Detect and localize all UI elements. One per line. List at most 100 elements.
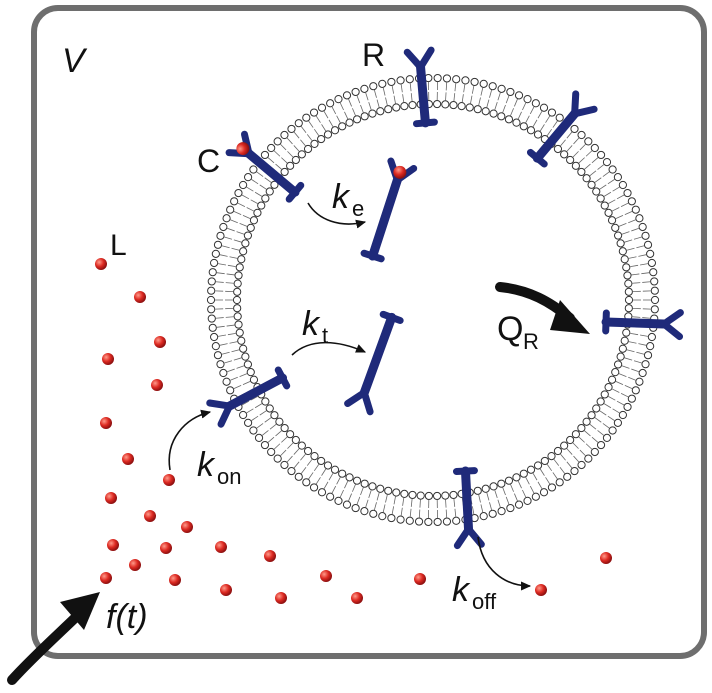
lipid-tail	[489, 502, 493, 511]
lipid-tail	[632, 316, 641, 318]
lipid-tail	[615, 380, 624, 385]
lipid-head	[414, 517, 424, 526]
lipid-head	[392, 488, 401, 497]
lipid-head	[600, 390, 609, 399]
lipid-head	[461, 76, 470, 85]
lipid-tail	[616, 194, 625, 200]
lipid-head	[449, 100, 458, 110]
lipid-tail	[241, 400, 250, 406]
lipid-head	[433, 491, 442, 501]
lipid-tail	[308, 472, 314, 480]
lipid-head	[287, 466, 296, 476]
lipid-head	[376, 107, 385, 116]
lipid-head	[273, 137, 282, 146]
internal-receptor	[344, 310, 404, 416]
lipid-head	[620, 336, 629, 345]
lipid-tail	[529, 485, 535, 494]
lipid-head	[352, 115, 362, 124]
lipid-head	[338, 469, 347, 478]
lipid-head	[297, 441, 306, 450]
lipid-head	[230, 197, 239, 206]
lipid-tail	[478, 97, 481, 106]
lipid-head	[400, 102, 409, 111]
lipid-head	[489, 109, 498, 118]
lipid-head	[360, 84, 369, 93]
lipid-head	[280, 460, 289, 470]
lipid-tail	[215, 317, 224, 319]
lipid-head	[239, 180, 248, 190]
lipid-tail	[348, 493, 352, 502]
lipid-tail	[275, 430, 282, 437]
lipid-head	[540, 456, 549, 466]
lipid-tail	[573, 455, 580, 463]
lipid-tail	[525, 115, 530, 123]
lipid-tail	[300, 126, 307, 133]
receptor-left	[206, 366, 291, 428]
lipid-head	[260, 150, 270, 160]
lipid-head	[338, 122, 347, 131]
lipid-tail	[589, 423, 597, 430]
lipid-head	[253, 208, 262, 217]
free-ligand	[122, 453, 134, 465]
lipid-tail	[630, 332, 639, 336]
free-ligand	[220, 584, 232, 596]
lipid-tail	[585, 443, 593, 450]
lipid-head	[592, 187, 601, 196]
lipid-tail	[344, 480, 349, 489]
lipid-tail	[215, 281, 224, 283]
lipid-head	[261, 194, 270, 203]
lipid-tail	[566, 461, 573, 469]
lipid-tail	[229, 256, 238, 259]
lipid-tail	[572, 442, 579, 449]
lipid-head	[566, 155, 575, 165]
lipid-head	[291, 155, 300, 165]
lipid-head	[226, 386, 235, 395]
lipid-tail	[626, 247, 635, 251]
lipid-head	[643, 240, 653, 249]
lipid-tail	[510, 108, 514, 116]
lipid-tail	[321, 124, 327, 132]
free-ligand	[160, 542, 172, 554]
lipid-head	[219, 222, 228, 232]
lipid-head	[265, 404, 274, 413]
lipid-tail	[224, 236, 233, 240]
lipid-tail	[578, 157, 585, 164]
lipid-tail	[273, 150, 281, 157]
lipid-head	[280, 423, 289, 433]
lipid-tail	[480, 504, 484, 513]
receptor-group	[206, 46, 684, 550]
lipid-head	[533, 130, 543, 139]
lipid-tail	[227, 264, 236, 268]
lipid-head	[309, 483, 319, 492]
lipid-tail	[323, 481, 329, 489]
lipid-tail	[603, 191, 612, 197]
lipid-tail	[537, 481, 543, 489]
lipid-head	[570, 124, 579, 134]
free-ligand	[169, 574, 181, 586]
free-ligand	[100, 417, 112, 429]
lipid-head	[207, 277, 216, 286]
free-ligand	[351, 592, 363, 604]
lipid-tail	[624, 357, 633, 361]
lipid-head	[497, 507, 506, 516]
lipid-tail	[545, 115, 551, 123]
lipid-head	[424, 517, 433, 527]
lipid-head	[631, 205, 640, 214]
free-ligand	[535, 584, 547, 596]
lipid-tail	[445, 509, 448, 518]
lipid-tail	[461, 94, 464, 103]
lipid-tail	[250, 199, 258, 204]
lipid-tail	[471, 506, 475, 515]
lipid-head	[470, 77, 479, 87]
lipid-head	[592, 404, 601, 413]
lipid-tail	[611, 388, 620, 393]
lipid-tail	[256, 423, 264, 429]
lipid-tail	[281, 436, 288, 443]
lipid-tail	[552, 120, 558, 128]
complex-label: C	[197, 143, 220, 179]
lipid-head	[216, 231, 225, 240]
lipid-tail	[300, 139, 306, 147]
lipid-tail	[445, 82, 448, 91]
lipid-head	[387, 77, 396, 87]
